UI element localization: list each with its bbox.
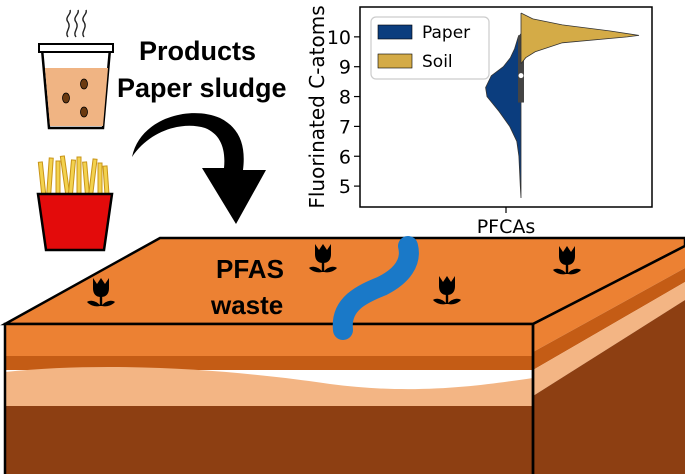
y-tick-label: 8 — [339, 87, 351, 109]
legend: Paper Soil — [370, 16, 490, 80]
pfas-label: PFAS — [216, 254, 284, 284]
front-light-band — [5, 367, 533, 406]
y-tick-label: 9 — [339, 57, 351, 79]
waste-label: waste — [210, 290, 283, 320]
x-tick-label: PFCAs — [477, 216, 536, 238]
violin-chart: 5 6 7 8 9 10 Fluorinated C-atoms PFCAs Paper … — [305, 5, 653, 238]
legend-swatch-soil — [377, 53, 413, 69]
soil-block — [0, 236, 685, 474]
front-bottom-layer — [5, 406, 533, 474]
y-tick-label: 6 — [339, 146, 351, 168]
front-dark-band — [5, 356, 533, 370]
violin-soil — [520, 12, 640, 64]
legend-label-soil: Soil — [422, 52, 453, 72]
curved-arrow-icon — [132, 113, 266, 224]
box-iqr — [518, 35, 524, 103]
side-light-band — [533, 282, 685, 396]
side-bottom-layer — [533, 300, 685, 474]
fries-bucket-icon — [36, 155, 114, 252]
leachate-pipe — [332, 236, 419, 340]
violin-layer — [485, 12, 640, 199]
y-axis-ticks: 5 6 7 8 9 10 — [327, 27, 360, 198]
paper-sludge-label: Paper sludge — [117, 73, 287, 103]
coffee-cup-icon — [38, 9, 114, 130]
side-top-layer — [533, 246, 685, 352]
side-dark-band — [533, 268, 685, 370]
y-tick-label: 7 — [339, 116, 351, 138]
box-median — [518, 73, 524, 79]
legend-label-paper: Paper — [422, 23, 470, 43]
y-tick-label: 5 — [339, 176, 351, 198]
y-tick-label: 10 — [327, 27, 351, 49]
legend-swatch-paper — [377, 24, 413, 40]
front-top-layer — [5, 324, 533, 356]
y-axis-label: Fluorinated C-atoms — [305, 5, 329, 208]
products-label: Products — [139, 36, 256, 66]
